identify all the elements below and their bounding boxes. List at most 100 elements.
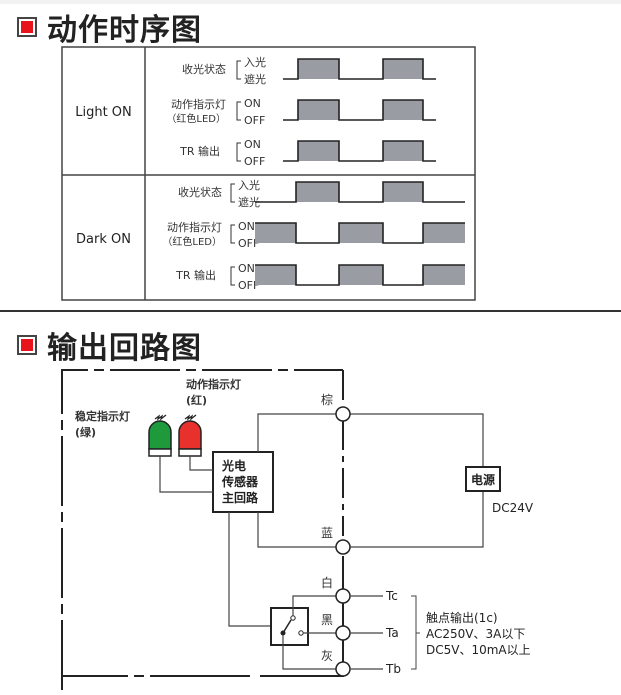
wire-brown (257, 413, 336, 452)
waveform-high-fill (298, 141, 339, 161)
light-emission-icon (154, 414, 167, 421)
wire-color-label: 灰 (321, 649, 333, 663)
signal-name: 收光状态 (178, 185, 222, 199)
bracket-icon (411, 595, 417, 670)
state-high-label: 入光 (238, 178, 260, 192)
state-high-label: ON (238, 220, 255, 233)
terminal-circle (335, 539, 351, 555)
state-low-label: 遮光 (238, 195, 260, 209)
section-divider (0, 310, 621, 312)
stable-led-label: 稳定指示灯 (75, 409, 130, 423)
relay-no-contact (298, 630, 304, 636)
bracket-icon (230, 224, 235, 244)
wire-color-label: 白 (321, 575, 333, 590)
waveform-high-fill (423, 223, 465, 243)
bracket-icon (230, 183, 235, 203)
wire (189, 456, 213, 471)
relay-nc-contact (290, 615, 296, 621)
power-label: 电源 (471, 472, 495, 487)
stable-led-sub: (绿) (75, 425, 96, 439)
relay-switch-arm (282, 619, 292, 634)
timing-section-header: 动作时序图 (17, 5, 202, 49)
state-high-label: ON (238, 262, 255, 275)
circuit-section-title: 输出回路图 (47, 331, 202, 366)
terminal-label: Tb (385, 662, 401, 676)
signal-name: TR 输出 (179, 144, 220, 158)
wire-gray (282, 635, 336, 670)
waveform-high-fill (423, 265, 465, 285)
light-emission-icon (184, 414, 197, 421)
main-circuit-label: 光电 (221, 458, 246, 473)
signal-name: 收光状态 (182, 62, 226, 76)
waveform-high-fill (339, 223, 383, 243)
terminal-circle (335, 625, 351, 641)
terminal-label: Tc (385, 589, 398, 603)
wire-color-label: 黑 (321, 613, 333, 627)
wire-blue (257, 512, 336, 548)
signal-name: TR 输出 (175, 268, 216, 282)
waveform-line (255, 264, 465, 286)
wire-brown (350, 413, 484, 467)
state-low-label: 遮光 (244, 72, 266, 86)
waveform-line (283, 140, 436, 162)
contact-output-text: AC250V、3A以下 (426, 627, 525, 641)
state-low-label: OFF (238, 279, 259, 292)
bracket-icon (236, 60, 241, 80)
red-led-icon (178, 420, 202, 450)
waveform-high-fill (255, 265, 296, 285)
waveform-high-fill (383, 141, 423, 161)
wire-blue (350, 491, 484, 548)
waveform-high-fill (255, 223, 296, 243)
wire-white (292, 595, 336, 616)
state-high-label: ON (244, 138, 261, 151)
bracket-icon (230, 266, 235, 286)
green-led-icon-base (148, 448, 172, 457)
bracket-icon (236, 101, 241, 121)
red-square-icon (17, 335, 37, 355)
timing-section-title: 动作时序图 (47, 13, 202, 48)
main-circuit-label: 主回路 (222, 490, 259, 505)
wire-color-label: 棕 (321, 392, 333, 407)
contact-output-text: 触点输出(1c) (426, 610, 498, 625)
waveform-line (283, 99, 436, 121)
action-led-sub: (红) (186, 393, 207, 407)
waveform-high-fill (383, 182, 423, 202)
waveform-high-fill (383, 100, 423, 120)
terminal-circle (335, 661, 351, 677)
signal-name: 动作指示灯 (171, 97, 226, 111)
bracket-icon (236, 142, 241, 162)
state-high-label: 入光 (244, 55, 266, 69)
power-box (465, 466, 501, 492)
red-square-icon (17, 17, 37, 37)
timing-table-border (61, 46, 476, 301)
waveform-high-fill (296, 182, 339, 202)
waveform-line (283, 58, 436, 80)
main-circuit-label: 传感器 (221, 474, 259, 489)
state-low-label: OFF (244, 114, 265, 127)
terminal-circle (335, 588, 351, 604)
waveform-high-fill (339, 265, 383, 285)
waveform-line (255, 181, 465, 203)
main-circuit-box (212, 451, 274, 513)
terminal-circle (335, 406, 351, 422)
wire-color-label: 蓝 (321, 526, 333, 540)
waveform-high-fill (383, 59, 423, 79)
waveform-high-fill (298, 100, 339, 120)
waveform-line (255, 222, 465, 244)
state-low-label: OFF (244, 155, 265, 168)
action-led-label: 动作指示灯 (186, 377, 241, 391)
wire (228, 512, 271, 627)
state-high-label: ON (244, 97, 261, 110)
power-voltage: DC24V (492, 501, 534, 515)
terminal-label: Ta (385, 626, 399, 640)
top-edge (0, 0, 621, 4)
signal-name-sub: （红色LED） (162, 235, 222, 248)
relay-box (270, 607, 309, 646)
housing-outline (61, 369, 343, 690)
green-led-icon (148, 420, 172, 450)
wire (159, 456, 213, 493)
mode-label: Light ON (75, 105, 132, 120)
signal-name: 动作指示灯 (167, 220, 222, 234)
